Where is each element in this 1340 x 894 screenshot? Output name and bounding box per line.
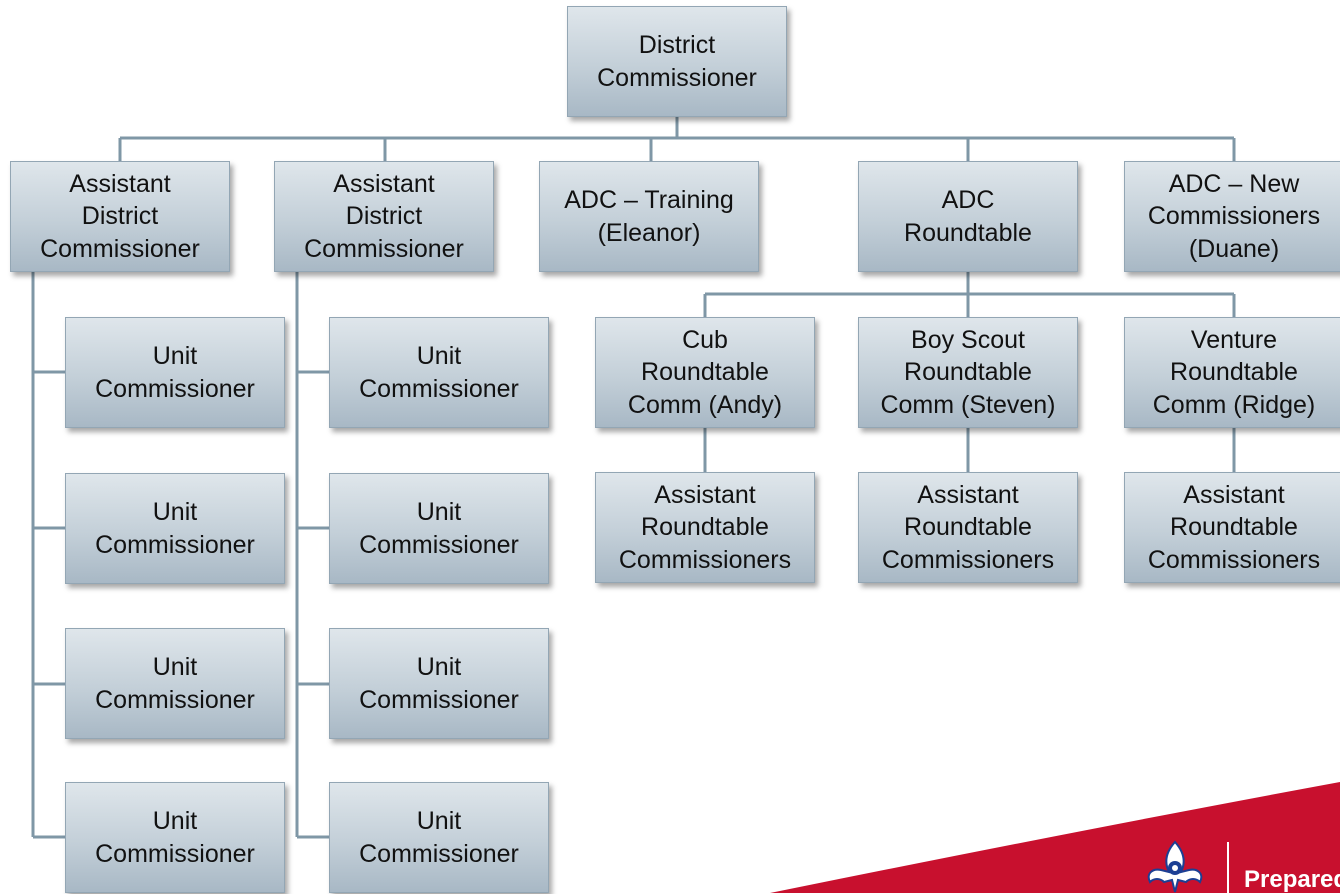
box-label: Unit Commissioner: [359, 807, 519, 868]
org-box-adc-training: ADC – Training (Eleanor): [539, 161, 759, 272]
org-box-unit-commissioner: Unit Commissioner: [65, 782, 285, 893]
box-label: ADC – New Commissioners (Duane): [1147, 169, 1321, 263]
org-box-assistant-roundtable-commissioners: Assistant Roundtable Commissioners: [858, 472, 1078, 583]
org-box-venture-roundtable-comm: Venture Roundtable Comm (Ridge): [1124, 317, 1340, 428]
footer-tagline: Prepared: [1244, 866, 1340, 893]
box-label: Unit Commissioner: [95, 342, 255, 403]
org-box-adc-roundtable: ADC Roundtable: [858, 161, 1078, 272]
box-label: Unit Commissioner: [359, 498, 519, 559]
org-box-cub-roundtable-comm: Cub Roundtable Comm (Andy): [595, 317, 815, 428]
box-label: Unit Commissioner: [95, 653, 255, 714]
org-box-district-commissioner: District Commissioner: [567, 6, 787, 117]
org-box-unit-commissioner: Unit Commissioner: [65, 628, 285, 739]
org-box-adc-new-commissioners: ADC – New Commissioners (Duane): [1124, 161, 1340, 272]
box-label: Unit Commissioner: [95, 807, 255, 868]
box-label: Assistant Roundtable Commissioners: [618, 480, 792, 574]
org-box-unit-commissioner: Unit Commissioner: [329, 628, 549, 739]
box-label: Unit Commissioner: [359, 342, 519, 403]
org-box-unit-commissioner: Unit Commissioner: [329, 782, 549, 893]
org-box-assistant-roundtable-commissioners: Assistant Roundtable Commissioners: [1124, 472, 1340, 583]
org-box-boy-scout-roundtable-comm: Boy Scout Roundtable Comm (Steven): [858, 317, 1078, 428]
box-label: Cub Roundtable Comm (Andy): [627, 325, 783, 419]
box-label: Assistant Roundtable Commissioners: [1147, 480, 1321, 574]
box-label: Boy Scout Roundtable Comm (Steven): [880, 325, 1056, 419]
box-label: ADC Roundtable: [904, 186, 1032, 247]
box-label: Assistant Roundtable Commissioners: [881, 480, 1055, 574]
footer-divider: [1227, 842, 1229, 893]
box-label: ADC – Training (Eleanor): [564, 186, 734, 247]
box-label: Assistant District Commissioner: [304, 169, 464, 263]
box-label: District Commissioner: [597, 31, 757, 92]
fleur-de-lis-emblem-icon: [1147, 840, 1203, 893]
box-label: Assistant District Commissioner: [40, 169, 200, 263]
org-box-assistant-roundtable-commissioners: Assistant Roundtable Commissioners: [595, 472, 815, 583]
box-label: Unit Commissioner: [359, 653, 519, 714]
org-box-assistant-district-commissioner-1: Assistant District Commissioner: [10, 161, 230, 272]
org-box-unit-commissioner: Unit Commissioner: [65, 317, 285, 428]
org-box-unit-commissioner: Unit Commissioner: [329, 473, 549, 584]
box-label: Unit Commissioner: [95, 498, 255, 559]
org-box-assistant-district-commissioner-2: Assistant District Commissioner: [274, 161, 494, 272]
org-box-unit-commissioner: Unit Commissioner: [329, 317, 549, 428]
box-label: Venture Roundtable Comm (Ridge): [1152, 325, 1316, 419]
org-box-unit-commissioner: Unit Commissioner: [65, 473, 285, 584]
